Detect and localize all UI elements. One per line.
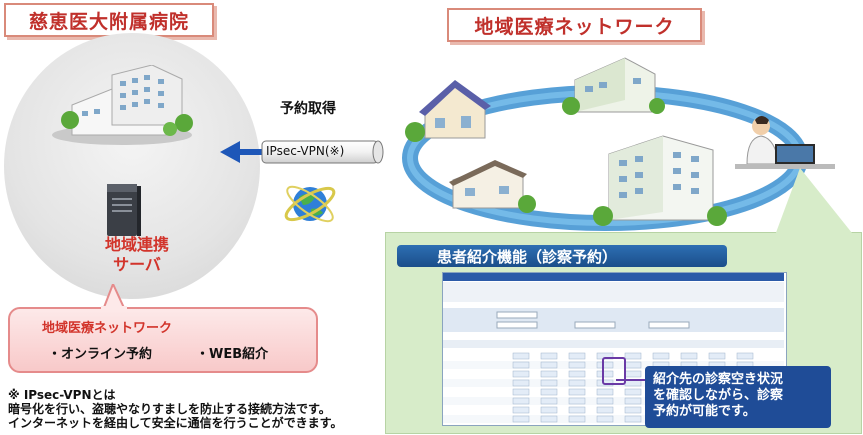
schedule-slot <box>624 397 642 405</box>
schedule-slot <box>568 370 586 378</box>
note-line-3: インターネットを経由して安全に通信を行うことができます。 <box>8 416 343 430</box>
schedule-slot <box>624 388 642 396</box>
server-icon <box>107 184 141 236</box>
vpn-notes: ※ IPsec-VPNとは 暗号化を行い、盗聴やなりすましを防止する接続方法です… <box>8 388 342 430</box>
server-label: 地域連携 サーバ <box>92 235 182 275</box>
web-referral-item: ・WEB紹介 <box>196 347 269 362</box>
note-line-1: ※ IPsec-VPNとは <box>8 388 116 402</box>
schedule-slot <box>540 415 558 423</box>
schedule-slot <box>540 388 558 396</box>
schedule-slot <box>512 379 530 387</box>
panel-pointer <box>774 168 856 238</box>
feature-title-bar: 患者紹介機能（診察予約） <box>397 245 727 267</box>
small-clinic-icon <box>449 160 536 213</box>
available-slot-highlight <box>602 357 626 385</box>
house-icon <box>405 80 491 142</box>
schedule-slot <box>540 397 558 405</box>
schedule-slot <box>596 370 614 378</box>
network-box-title: 地域医療ネットワーク <box>42 321 173 336</box>
server-label-line2: サーバ <box>113 255 161 274</box>
feature-callout: 紹介先の診察空き状況 を確認しながら、診察 予約が可能です。 <box>645 366 831 428</box>
clinic-building-icon <box>562 57 665 115</box>
schedule-slot <box>568 388 586 396</box>
schedule-slot <box>596 397 614 405</box>
network-loop <box>402 57 835 231</box>
schedule-slot <box>540 361 558 369</box>
schedule-slot <box>568 379 586 387</box>
callout-line-3: 予約が可能です。 <box>653 404 756 419</box>
schedule-slot <box>512 370 530 378</box>
network-title: 地域医療ネットワーク <box>447 8 702 42</box>
schedule-slot <box>512 415 530 423</box>
globe-icon <box>284 185 336 223</box>
schedule-slot <box>680 352 698 360</box>
schedule-slot <box>512 352 530 360</box>
schedule-slot <box>736 352 754 360</box>
callout-line-2: を確認しながら、診察 <box>653 388 784 403</box>
schedule-slot <box>624 352 642 360</box>
schedule-slot <box>568 352 586 360</box>
schedule-slot <box>540 379 558 387</box>
callout-pointer <box>101 284 127 310</box>
booking-screen-titlebar <box>443 273 784 281</box>
schedule-slot <box>596 406 614 414</box>
schedule-row <box>443 397 784 405</box>
schedule-row <box>443 415 784 423</box>
schedule-slot <box>540 352 558 360</box>
booking-action-label: 予約取得 <box>280 101 336 117</box>
schedule-slot <box>596 361 614 369</box>
server-label-line1: 地域連携 <box>104 235 169 254</box>
schedule-row <box>443 361 784 369</box>
note-line-2: 暗号化を行い、盗聴やなりすましを防止する接続方法です。 <box>8 402 331 416</box>
schedule-slot <box>512 397 530 405</box>
schedule-slot <box>568 415 586 423</box>
vpn-label: IPsec-VPN(※) <box>266 144 345 158</box>
hospital-building-icon <box>52 65 193 145</box>
schedule-slot <box>568 397 586 405</box>
hospital-title: 慈恵医大附属病院 <box>4 3 214 37</box>
network-services-box <box>8 307 318 373</box>
callout-line-1: 紹介先の診察空き状況 <box>653 372 784 387</box>
schedule-slot <box>652 352 670 360</box>
schedule-slot <box>596 352 614 360</box>
vpn-tunnel <box>220 140 384 164</box>
schedule-slot <box>568 361 586 369</box>
schedule-slot <box>708 352 726 360</box>
schedule-slot <box>624 415 642 423</box>
schedule-slot <box>624 406 642 414</box>
online-booking-item: ・オンライン予約 <box>48 347 153 362</box>
doctor-icon <box>735 116 835 169</box>
schedule-row <box>443 370 784 378</box>
schedule-slot <box>540 406 558 414</box>
left-arrow-icon <box>220 141 240 163</box>
schedule-slot <box>596 415 614 423</box>
schedule-row <box>443 388 784 396</box>
schedule-slot <box>512 406 530 414</box>
hospital-building-right-icon <box>593 135 727 226</box>
schedule-slot <box>540 370 558 378</box>
schedule-slot <box>512 388 530 396</box>
schedule-slot <box>596 388 614 396</box>
schedule-slot <box>568 406 586 414</box>
schedule-row <box>443 406 784 414</box>
schedule-slot <box>512 361 530 369</box>
schedule-row <box>443 352 784 360</box>
schedule-slot <box>624 361 642 369</box>
highlight-connector <box>616 379 646 381</box>
